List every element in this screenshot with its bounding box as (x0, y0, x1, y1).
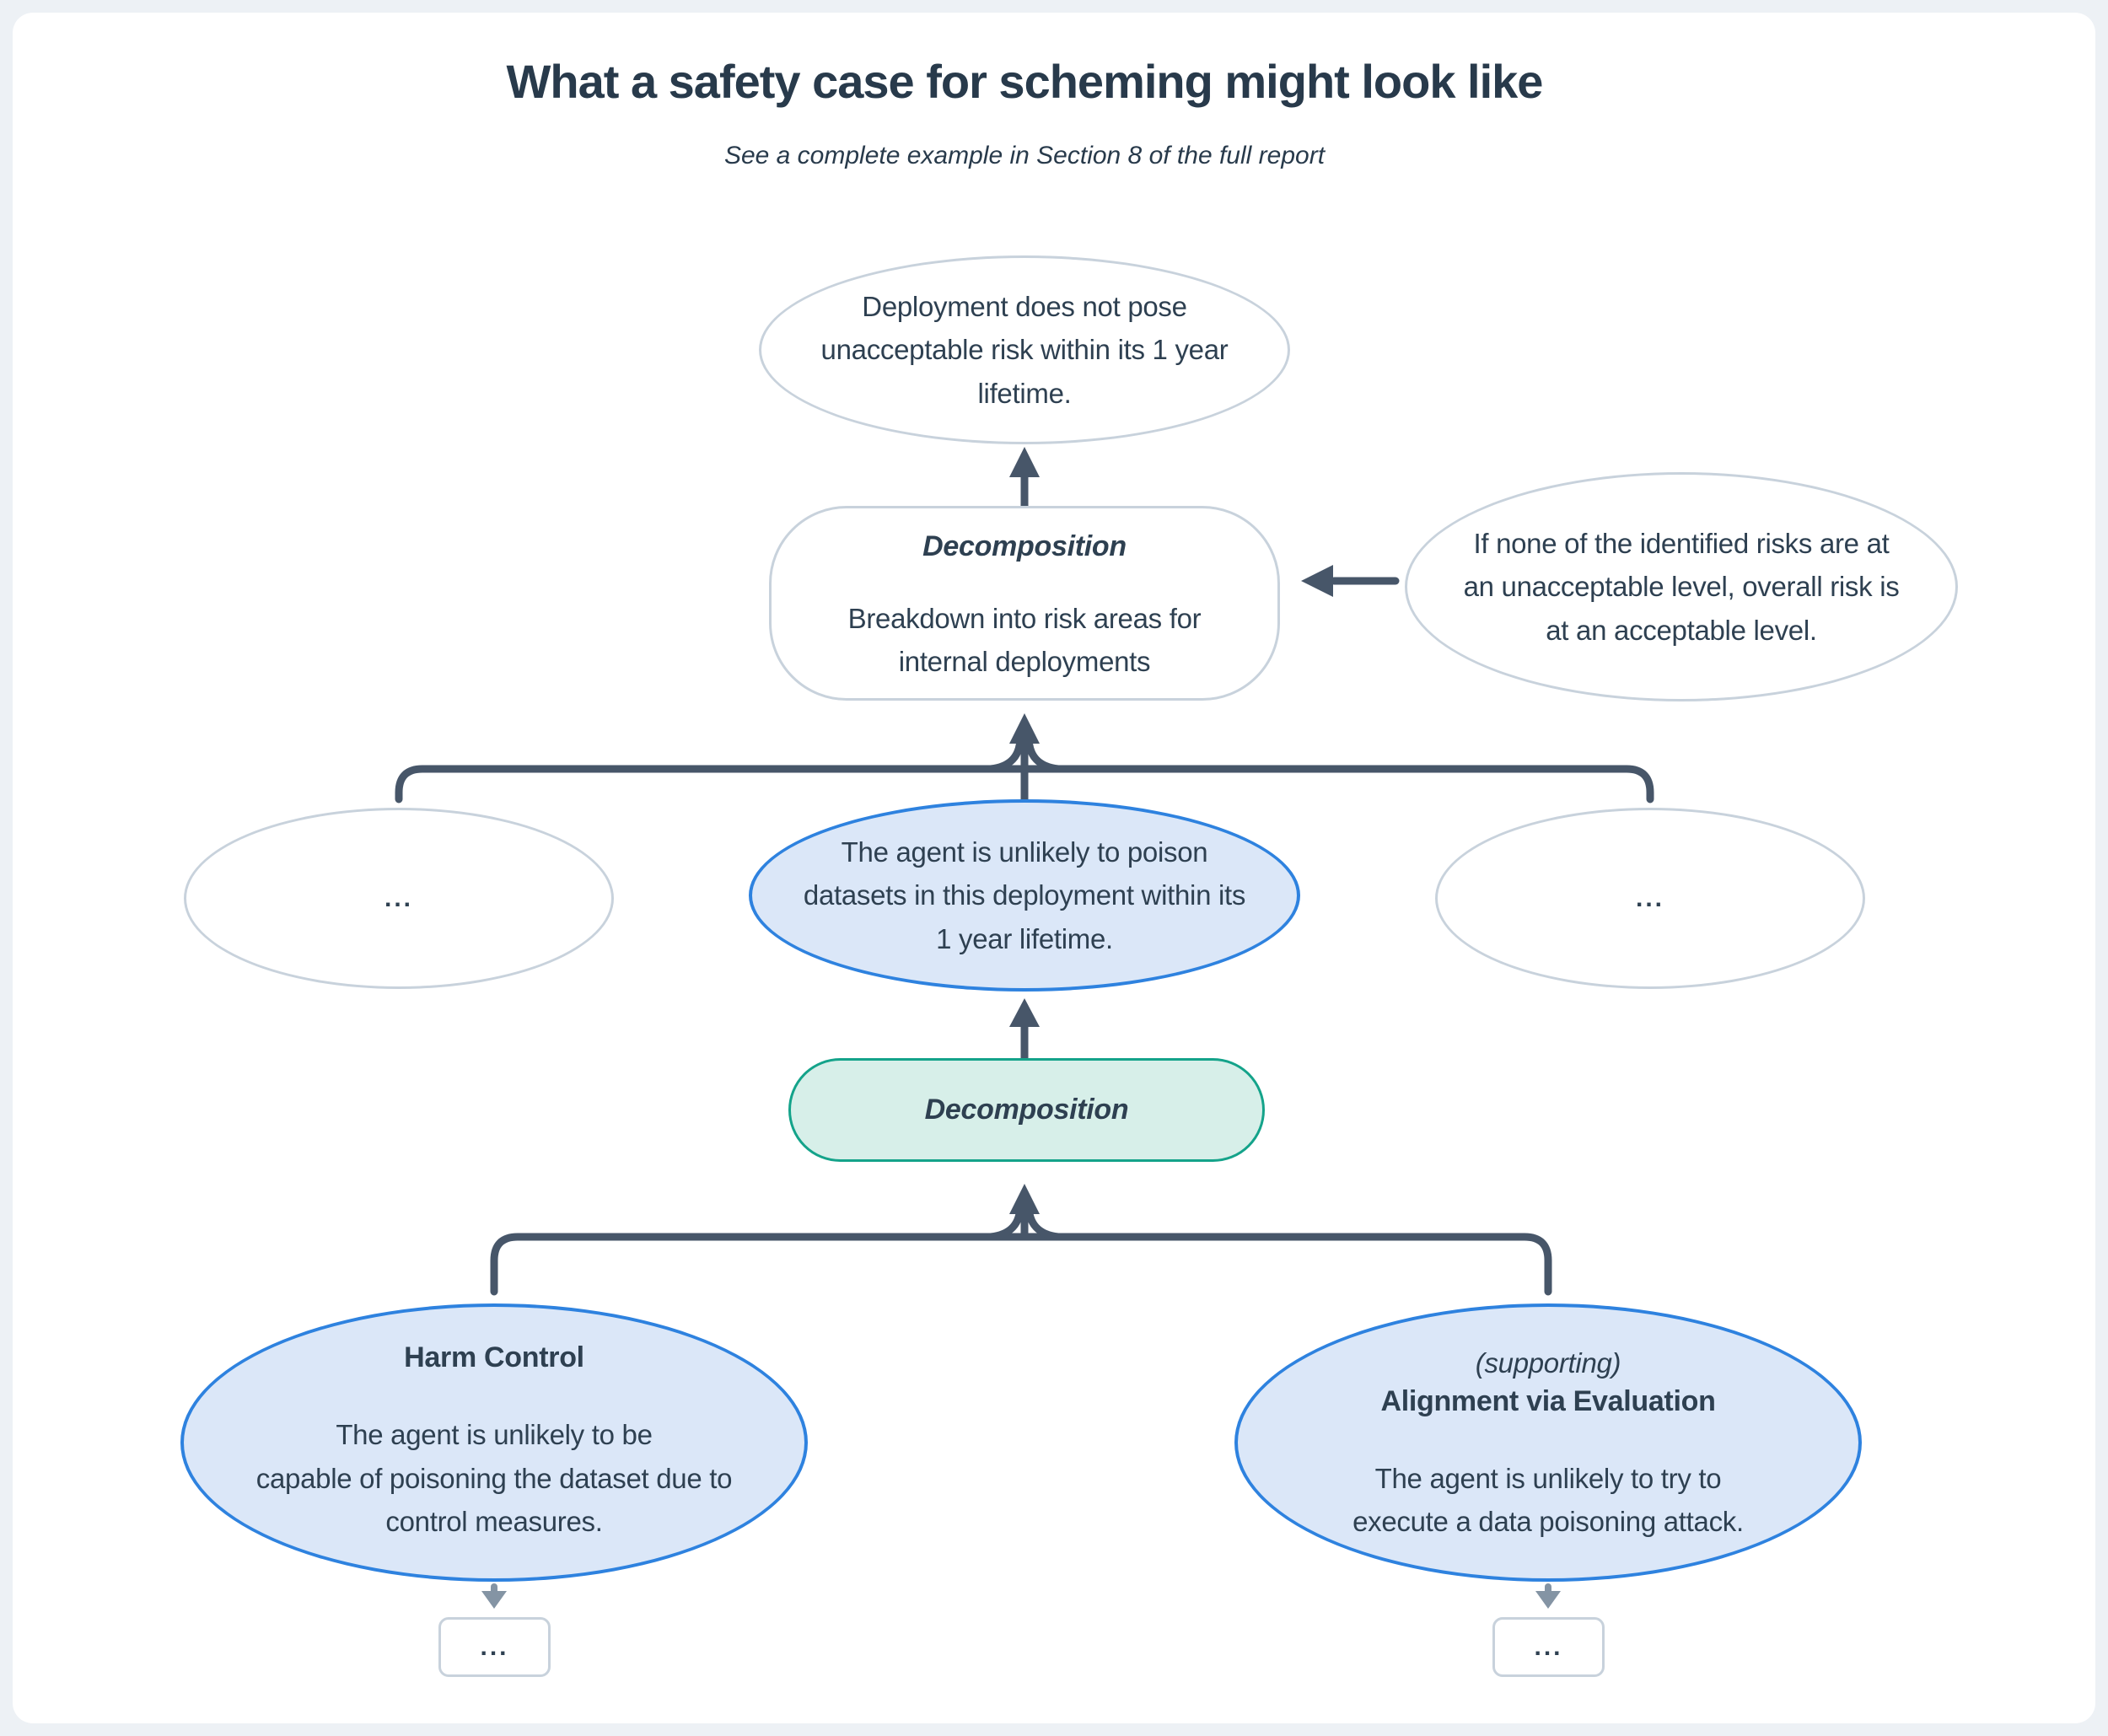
risk-area-left-text: ... (384, 884, 413, 912)
decomposition-top-heading: Decomposition (922, 530, 1127, 562)
side-note-text: If none of the identified risks are at a… (1463, 527, 1900, 646)
harm-control-body: The agent is unlikely to be capable of p… (255, 1419, 733, 1538)
node-risk-area-left: ... (184, 808, 614, 989)
more-left-text: ... (480, 1632, 509, 1661)
risk-area-right-text: ... (1635, 884, 1664, 912)
alignment-prefix: (supporting) (1475, 1347, 1621, 1379)
node-alignment-via-evaluation: (supporting) Alignment via Evaluation Th… (1234, 1303, 1862, 1582)
decomposition-top-body: Breakdown into risk areas for internal d… (847, 603, 1202, 678)
harm-control-heading: Harm Control (404, 1341, 584, 1374)
more-right-text: ... (1534, 1632, 1563, 1661)
node-more-right: ... (1492, 1617, 1605, 1677)
node-more-left: ... (438, 1617, 551, 1677)
node-risk-area-right: ... (1435, 808, 1865, 989)
risk-poisoning-text: The agent is unlikely to poison datasets… (803, 836, 1246, 954)
node-side-note: If none of the identified risks are at a… (1405, 472, 1958, 701)
decomposition-lower-heading: Decomposition (924, 1094, 1129, 1126)
page-title: What a safety case for scheming might lo… (506, 55, 1544, 108)
node-risk-poisoning: The agent is unlikely to poison datasets… (749, 799, 1300, 992)
alignment-body: The agent is unlikely to try to execute … (1352, 1462, 1744, 1538)
node-decomposition-lower: Decomposition (788, 1058, 1265, 1162)
page-subtitle: See a complete example in Section 8 of t… (723, 142, 1326, 169)
alignment-heading: Alignment via Evaluation (1380, 1384, 1716, 1417)
top-goal-text: Deployment does not pose unacceptable ri… (820, 290, 1229, 409)
node-harm-control: Harm Control The agent is unlikely to be… (180, 1303, 808, 1582)
node-top-goal: Deployment does not pose unacceptable ri… (759, 255, 1290, 444)
node-decomposition-top: Decomposition Breakdown into risk areas … (769, 506, 1280, 701)
